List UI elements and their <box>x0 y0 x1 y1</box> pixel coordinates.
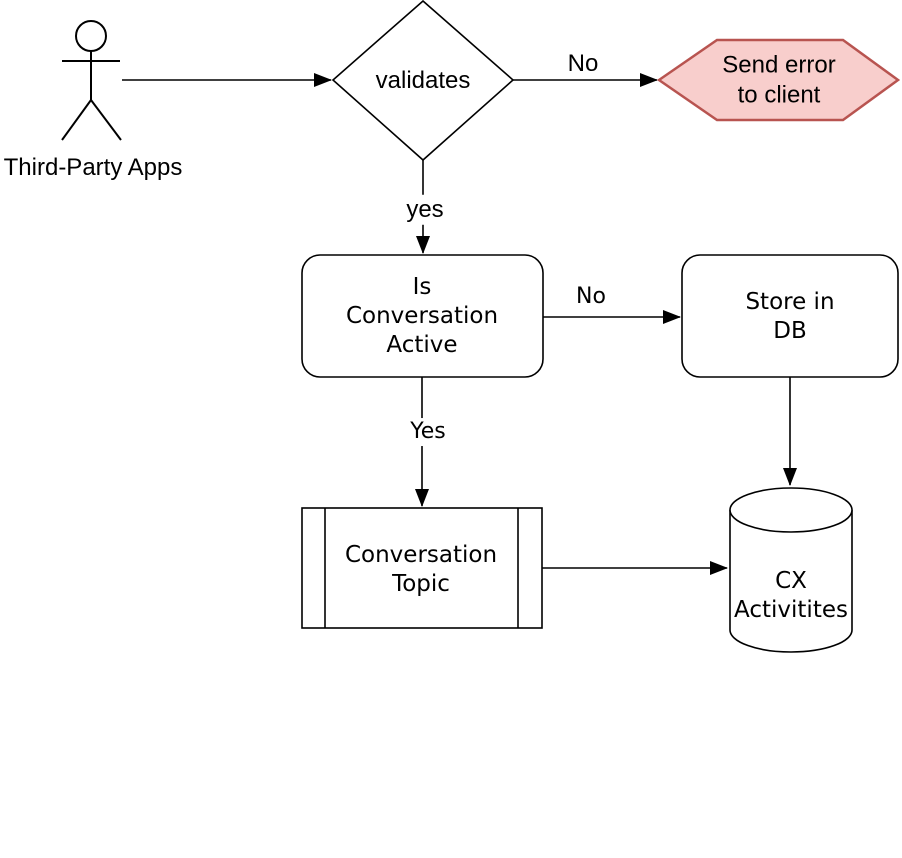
node-store-in-db-label[interactable]: Store in DB <box>745 288 835 344</box>
hexagon-send-error-shape[interactable] <box>656 38 901 122</box>
node-conversation-topic-shape[interactable] <box>301 507 543 629</box>
node-store-in-db-shape[interactable] <box>681 254 899 378</box>
actor-figure-icon[interactable] <box>61 20 122 141</box>
node-is-conversation-active-label[interactable]: Is Conversation Active <box>345 274 499 359</box>
node-cx-activities-shape[interactable] <box>729 487 853 653</box>
edge-label-active-no: No <box>573 283 609 311</box>
edge-label-validates-yes: yes <box>403 194 447 226</box>
node-is-conversation-active-shape[interactable] <box>301 254 544 378</box>
decision-validates-label[interactable]: validates <box>375 66 471 94</box>
node-conversation-topic-label[interactable]: Conversation Topic <box>344 541 498 597</box>
actor-label: Third-Party Apps <box>3 153 183 181</box>
decision-validates-shape[interactable] <box>331 0 515 162</box>
edge-label-active-yes: Yes <box>407 418 449 446</box>
edge-label-validates-no: No <box>564 48 602 80</box>
hexagon-send-error-label[interactable]: Send error to client <box>722 51 836 109</box>
node-cx-activities-label[interactable]: CX Activitites <box>734 567 848 623</box>
